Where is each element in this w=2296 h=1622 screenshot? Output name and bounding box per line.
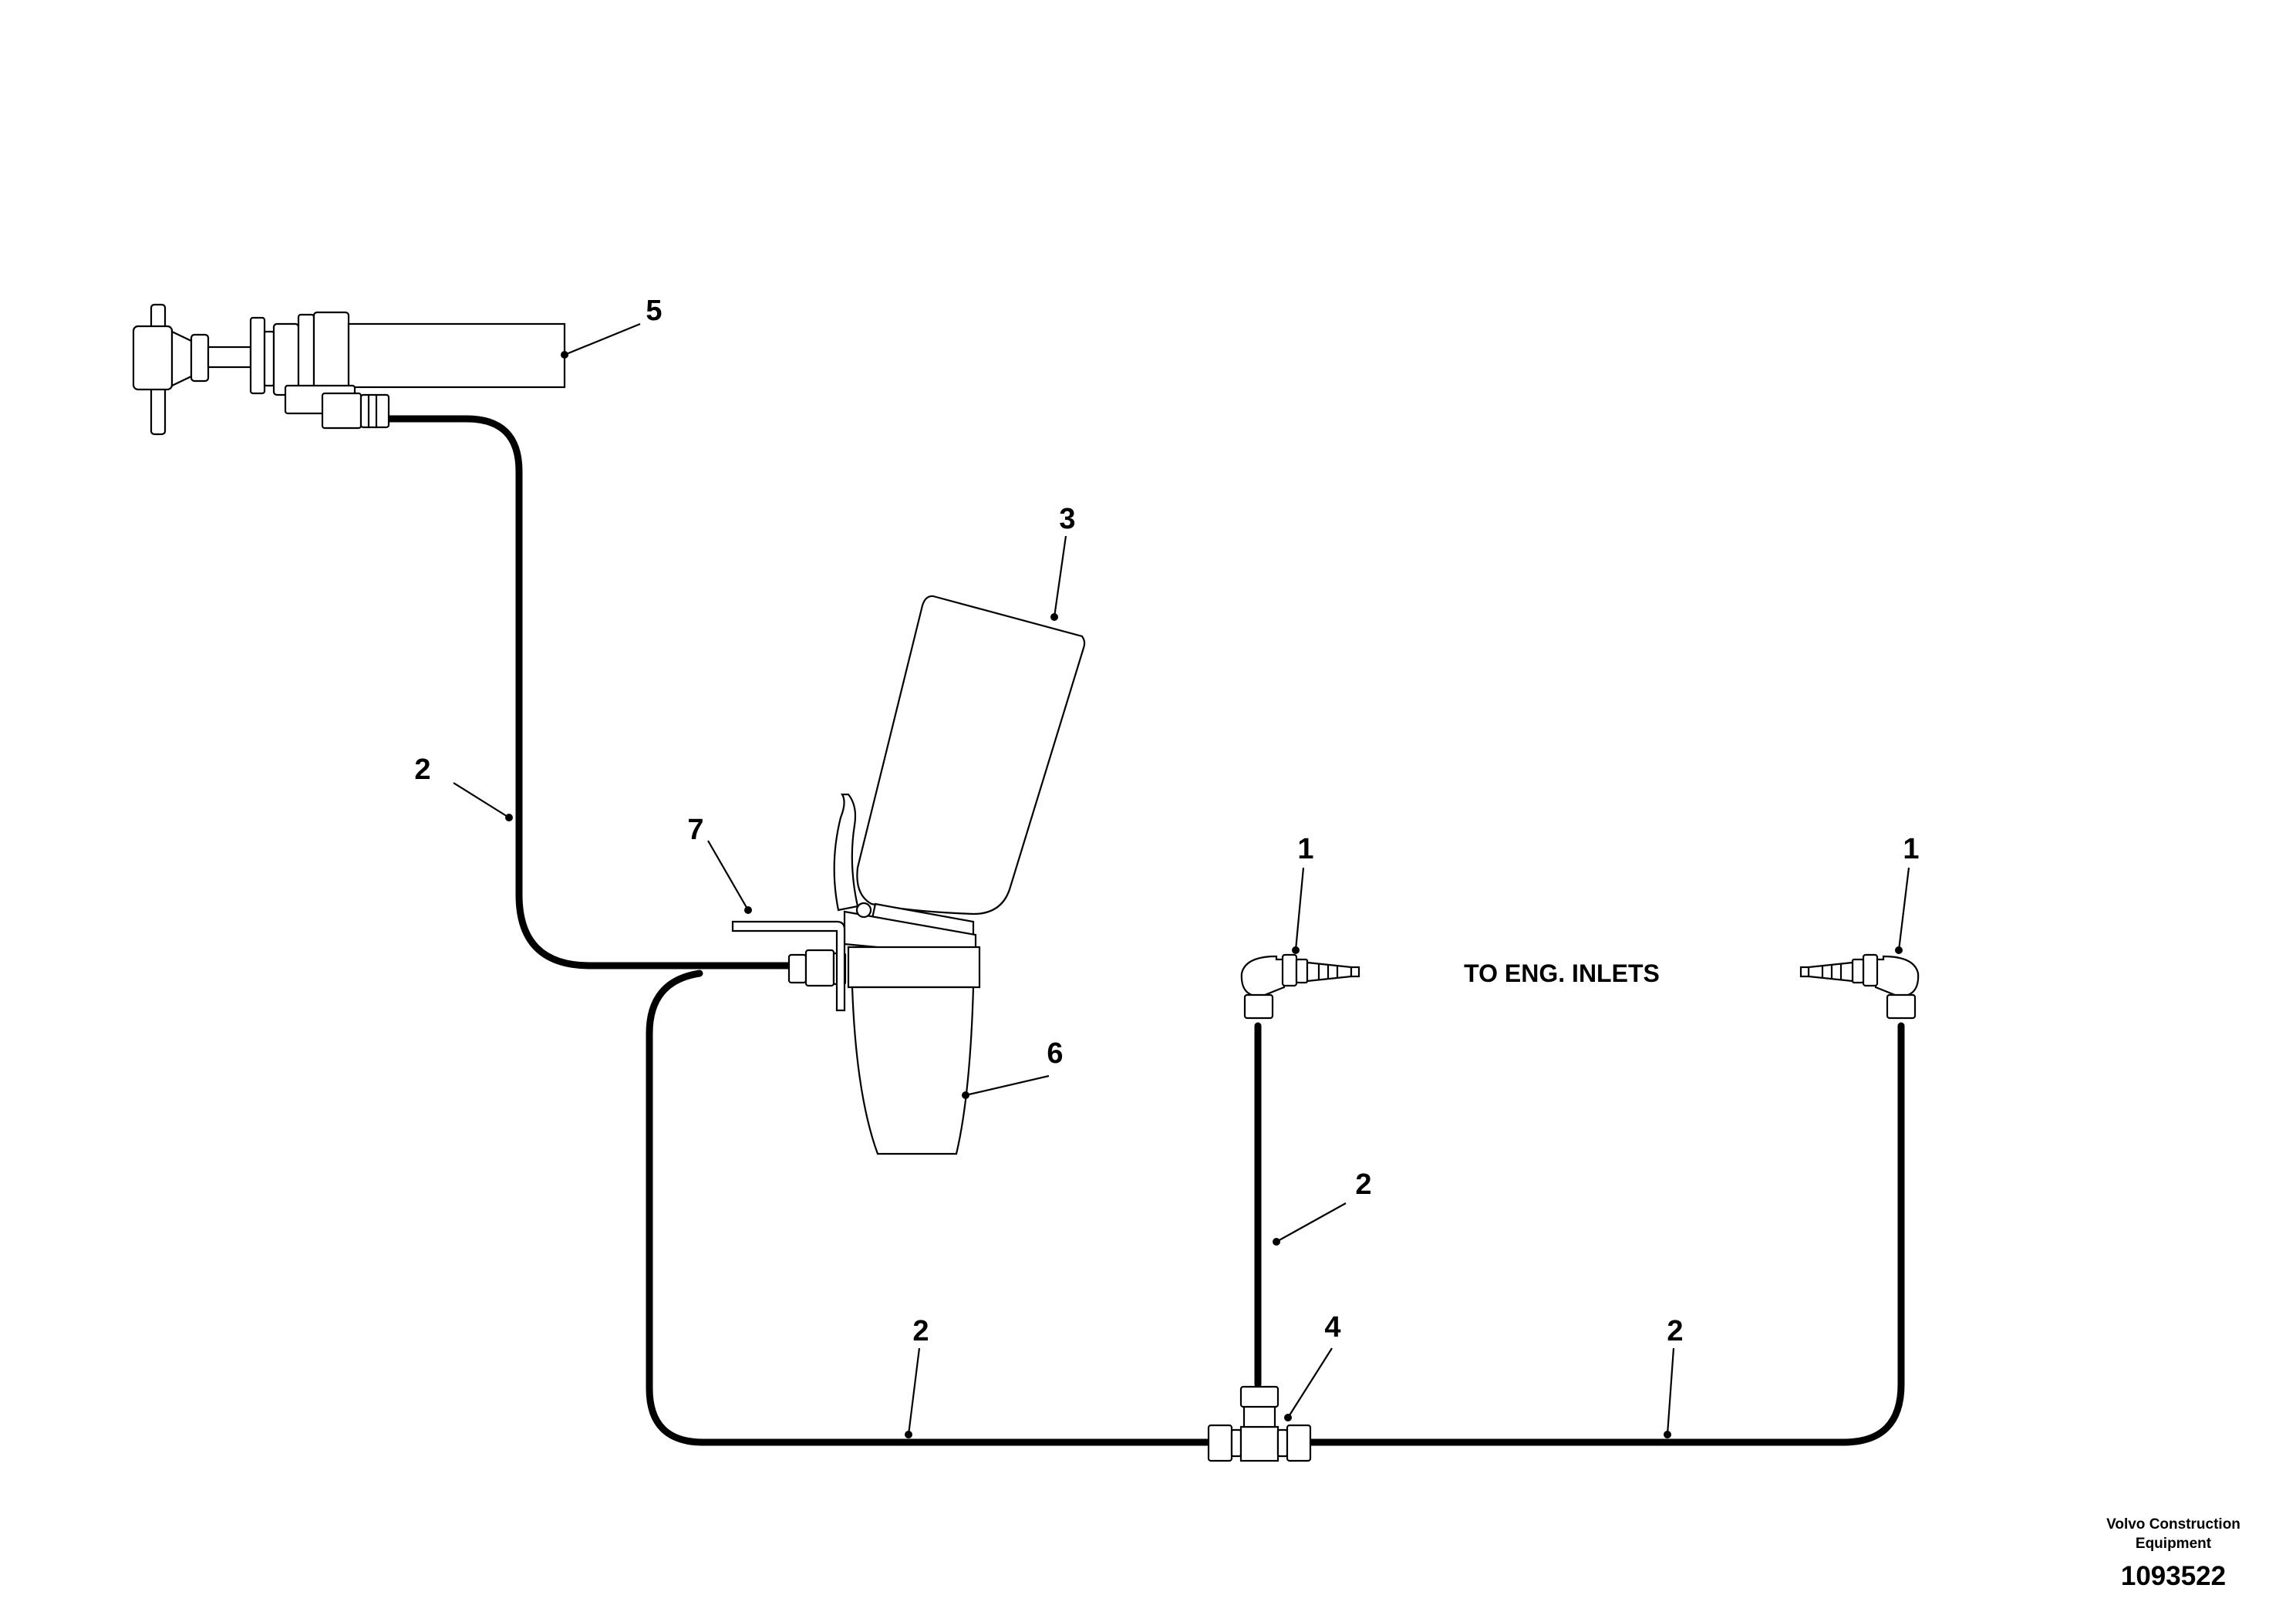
callout-1-left: 1: [1297, 833, 1313, 865]
bracket: [731, 920, 846, 1012]
hose-holder-to-tee: [646, 969, 1211, 1446]
callout-2-mid: 2: [1355, 1168, 1371, 1201]
callout-2-bottom-left: 2: [912, 1315, 929, 1347]
leader-lines: [453, 322, 1910, 1438]
callout-1-right: 1: [1903, 833, 1919, 865]
callout-4: 4: [1324, 1311, 1340, 1344]
nozzle-right: [1799, 953, 1920, 1020]
note-engine-inlets: TO ENG. INLETS: [1464, 959, 1660, 987]
callout-7: 7: [687, 814, 703, 846]
starting-aid-valve: [132, 303, 566, 436]
callout-6: 6: [1047, 1037, 1063, 1070]
brand-line-2: Equipment: [2136, 1536, 2212, 1552]
drawing-number: 1093522: [2121, 1561, 2226, 1591]
callout-labels: 5 3 2 7 6 1 1 2 2 4 2: [414, 295, 1919, 1347]
callout-5: 5: [646, 295, 662, 327]
callout-2-top: 2: [414, 754, 430, 786]
brand-line-1: Volvo Construction: [2106, 1516, 2240, 1533]
hose-lines: [386, 415, 1905, 1446]
tee-fitting: [1207, 1385, 1312, 1462]
hose-valve-to-holder: [386, 415, 794, 969]
ether-bottle: [856, 595, 1086, 939]
callout-3: 3: [1059, 503, 1075, 535]
hose-tee-to-right-inlet: [1305, 1022, 1905, 1446]
footer: Volvo Construction Equipment 1093522: [2106, 1516, 2240, 1591]
callout-2-bottom-right: 2: [1667, 1315, 1683, 1347]
nozzle-left: [1240, 953, 1360, 1020]
